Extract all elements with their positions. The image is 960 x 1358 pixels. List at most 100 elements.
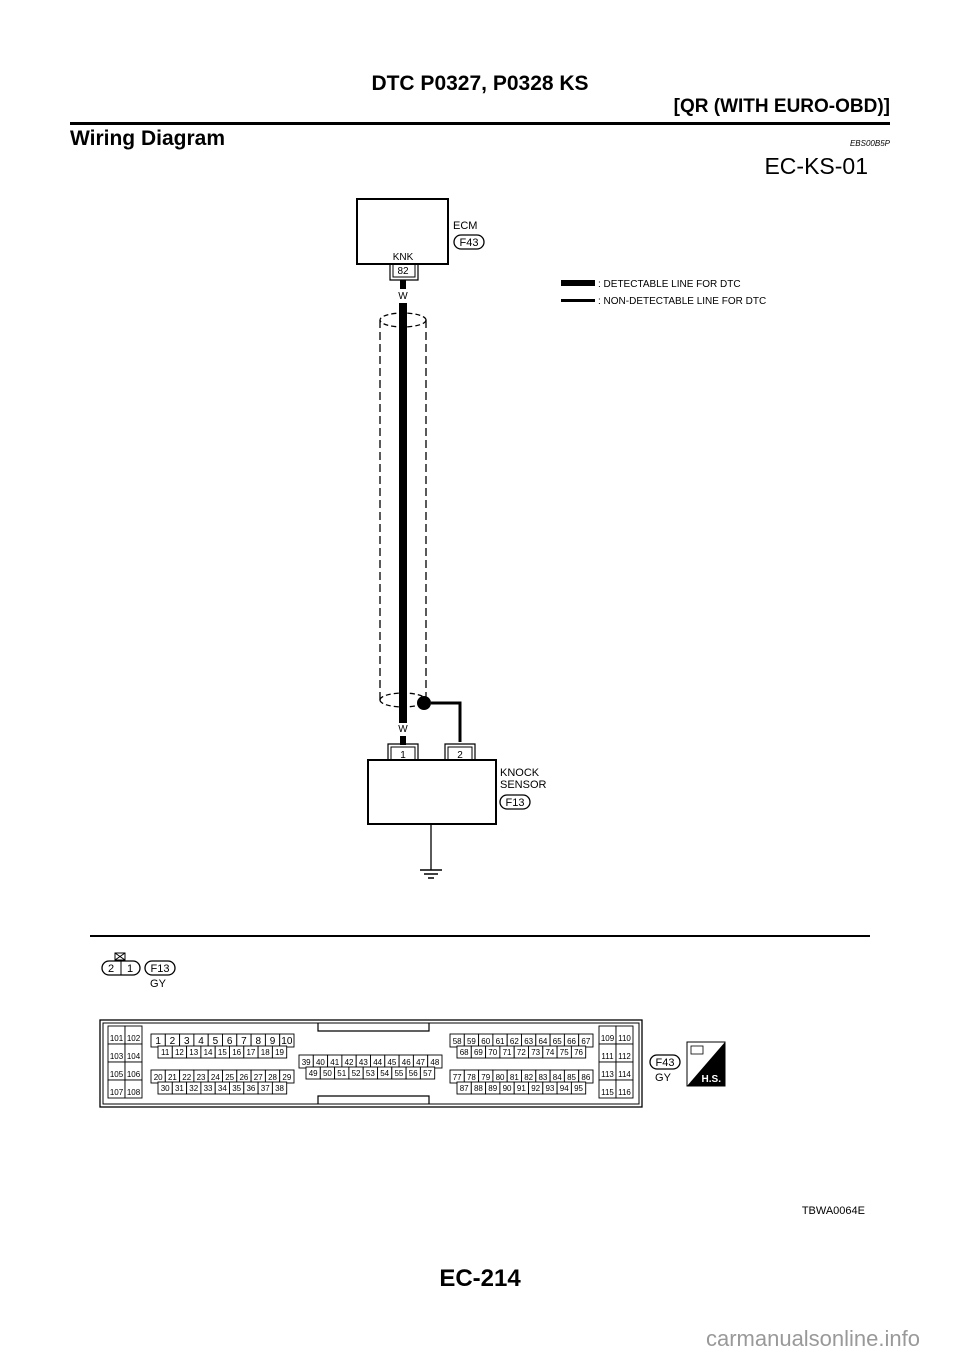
connector-pin: 88 [474,1084,483,1093]
page-header-subtitle: [QR (WITH EURO-OBD)] [673,96,890,117]
connector-pin: 27 [254,1073,263,1082]
section-code: EBS00B5P [849,139,890,148]
connector-pin: 103 [110,1052,124,1061]
connector-pin: 58 [453,1037,462,1046]
section-title: Wiring Diagram [70,127,225,150]
connector-pin: 26 [239,1073,248,1082]
connector-pin: 9 [270,1036,276,1047]
connector-pin: 110 [618,1034,631,1043]
connector-pin: 13 [189,1048,198,1057]
connector-pin: 106 [127,1070,141,1079]
connector-pin: 38 [275,1084,284,1093]
connector-pin: 21 [168,1073,177,1082]
connector-pin: 40 [316,1058,325,1067]
shield-splice-dot [417,696,431,710]
f13-id: F13 [151,963,170,975]
connector-pin: 34 [218,1084,227,1093]
connector-pin: 2 [170,1036,176,1047]
connector-pin: 41 [330,1058,339,1067]
connector-pin: 84 [553,1073,562,1082]
connector-pin: 67 [581,1037,590,1046]
connector-pin: 20 [154,1073,163,1082]
connector-pin: 60 [481,1037,490,1046]
f43-id: F43 [656,1057,675,1069]
page-number: EC-214 [439,1265,521,1292]
connector-pin: 61 [496,1037,505,1046]
connector-pin: 102 [127,1034,141,1043]
connector-pin: 69 [474,1048,483,1057]
connector-pin: 85 [567,1073,576,1082]
connector-pin: 6 [227,1036,233,1047]
connector-pin: 116 [618,1088,631,1097]
legend-detectable-swatch [561,280,595,286]
connector-pin: 92 [531,1084,540,1093]
connector-pin: 39 [302,1058,311,1067]
connector-pin: 78 [467,1073,476,1082]
connector-pin: 56 [409,1069,418,1078]
connector-pin: 4 [198,1036,204,1047]
connector-pin: 73 [531,1048,540,1057]
connector-pin: 63 [524,1037,533,1046]
diagram-id: EC-KS-01 [764,153,868,179]
connector-pin: 114 [618,1070,631,1079]
sensor-connector-id: F13 [506,797,525,809]
f43-color: GY [655,1072,672,1084]
connector-pin: 15 [218,1048,227,1057]
legend-non-detectable-text: : NON-DETECTABLE LINE FOR DTC [598,296,766,307]
connector-pin: 19 [275,1048,284,1057]
connector-pin: 24 [211,1073,220,1082]
figure-divider [90,935,870,937]
connector-pin: 95 [574,1084,583,1093]
connector-pin: 55 [394,1069,403,1078]
connector-pin: 25 [225,1073,234,1082]
connector-pin: 18 [261,1048,270,1057]
connector-pin: 104 [127,1052,141,1061]
knock-sensor-label-2: SENSOR [500,779,547,791]
connector-pin: 23 [197,1073,206,1082]
ecm-terminal-name: KNK [393,252,414,263]
connector-pin: 108 [127,1088,141,1097]
connector-pin: 53 [366,1069,375,1078]
ecm-connector-id: F43 [460,237,479,249]
connector-pin: 112 [618,1052,631,1061]
connector-pin: 37 [261,1084,270,1093]
legend-non-detectable-swatch [561,299,595,302]
connector-pin: 76 [574,1048,583,1057]
connector-pin: 16 [232,1048,241,1057]
connector-pin: 51 [337,1069,346,1078]
f13-pin-2: 2 [108,963,114,975]
connector-pin: 82 [524,1073,533,1082]
connector-pin: 91 [517,1084,526,1093]
connector-pin: 65 [553,1037,562,1046]
ground-icon [420,869,442,879]
watermark: carmanualsonline.info [705,1326,920,1351]
page-header-title: DTC P0327, P0328 KS [371,72,589,95]
connector-pin: 109 [601,1034,615,1043]
connector-pin: 5 [213,1036,219,1047]
harness-side-icon: H.S. [686,1041,726,1087]
connector-pin: 80 [496,1073,505,1082]
ecm-connector-badge [453,234,485,250]
connector-pin: 28 [268,1073,277,1082]
connector-pin: 46 [402,1058,411,1067]
connector-pin: 47 [416,1058,425,1067]
sensor-terminal-2: 2 [457,750,463,761]
connector-pin: 59 [467,1037,476,1046]
connector-pin: 7 [241,1036,247,1047]
connector-pin: 71 [503,1048,512,1057]
connector-pin: 8 [255,1036,261,1047]
connector-pin: 10 [281,1036,293,1047]
legend-detectable-text: : DETECTABLE LINE FOR DTC [598,279,741,290]
connector-pin: 64 [538,1037,547,1046]
connector-pin: 107 [110,1088,124,1097]
connector-pin: 87 [460,1084,469,1093]
connector-pin: 35 [232,1084,241,1093]
knock-sensor-box [367,759,497,825]
sensor-connector-badge [499,794,531,810]
connector-f13: 2 1 F13 GY [101,952,176,990]
connector-pin: 74 [545,1048,554,1057]
ecm-label: ECM [453,220,477,232]
detectable-wire [399,303,407,723]
connector-pin: 54 [380,1069,389,1078]
lock-icon [114,952,126,961]
